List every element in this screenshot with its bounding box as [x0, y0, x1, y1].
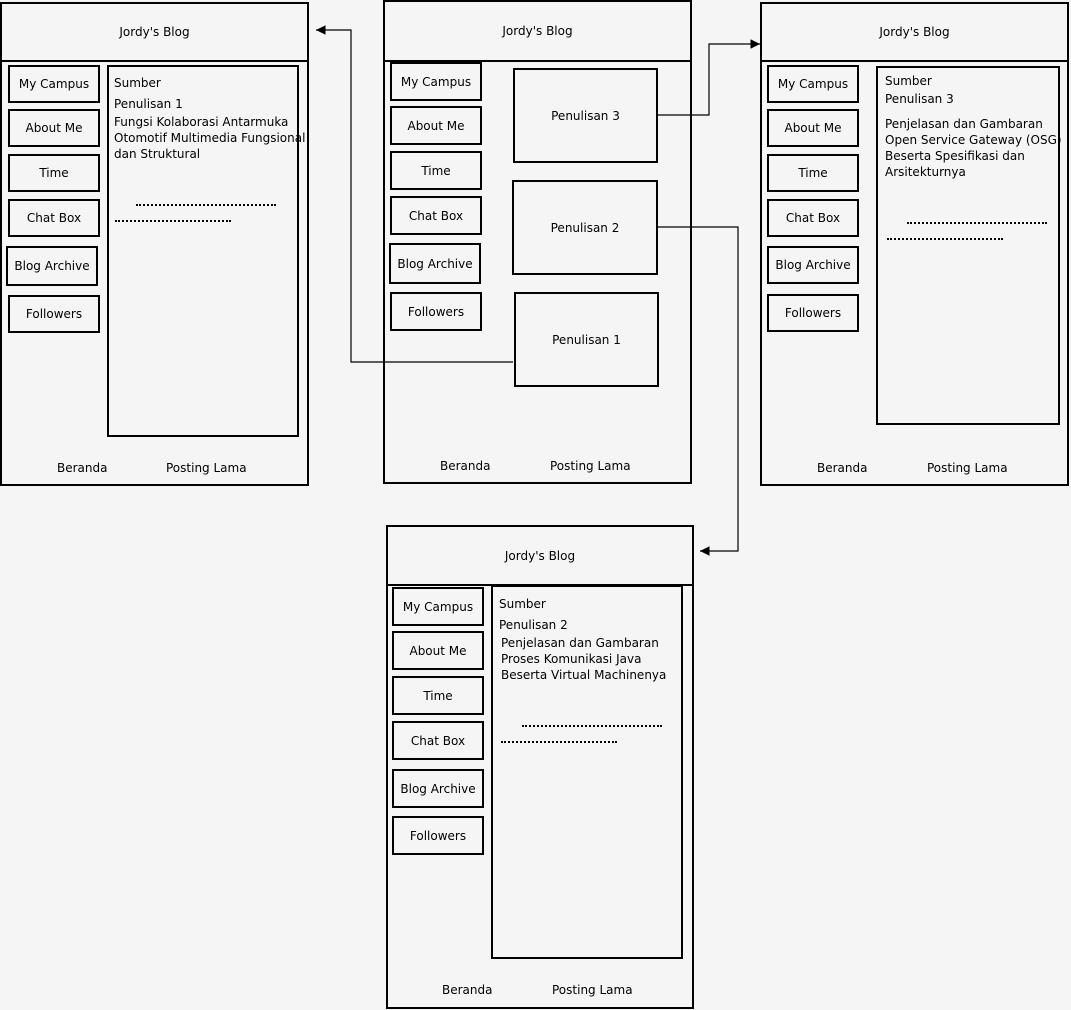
nav-about-me[interactable]: About Me	[392, 631, 484, 670]
post-heading: Penulisan 1	[114, 97, 183, 111]
nav-about-me[interactable]: About Me	[390, 106, 482, 145]
nav-blog-archive[interactable]: Blog Archive	[6, 246, 98, 286]
blog-title: Jordy's Blog	[502, 24, 573, 38]
nav-followers[interactable]: Followers	[390, 292, 482, 331]
post-heading: Penulisan 3	[885, 92, 954, 106]
footer-beranda-link[interactable]: Beranda	[440, 459, 491, 473]
frame-home: Jordy's Blog My Campus About Me Time Cha…	[383, 0, 692, 484]
dotted-placeholder-line	[501, 741, 617, 743]
nav-blog-archive[interactable]: Blog Archive	[392, 769, 484, 808]
blog-title: Jordy's Blog	[879, 25, 950, 39]
post-body-line: Open Service Gateway (OSG)	[885, 133, 1062, 147]
frame-post3: Jordy's Blog My Campus About Me Time Cha…	[760, 2, 1069, 486]
dotted-placeholder-line	[522, 725, 662, 727]
nav-time[interactable]: Time	[767, 154, 859, 192]
frame-post2: Jordy's Blog My Campus About Me Time Cha…	[386, 525, 694, 1009]
dotted-placeholder-line	[136, 204, 276, 206]
dotted-placeholder-line	[887, 238, 1003, 240]
nav-time[interactable]: Time	[392, 676, 484, 715]
post-body-line: Arsitekturnya	[885, 165, 966, 179]
post-body-line: dan Struktural	[114, 147, 201, 161]
post-content-box	[876, 66, 1060, 425]
nav-followers[interactable]: Followers	[392, 816, 484, 855]
nav-about-me[interactable]: About Me	[8, 109, 100, 147]
nav-chat-box[interactable]: Chat Box	[767, 199, 859, 237]
post-body-line: Beserta Virtual Machinenya	[501, 668, 667, 682]
post-source: Sumber	[885, 74, 932, 88]
nav-about-me[interactable]: About Me	[767, 109, 859, 147]
arrow-penulisan-1-to-post1	[316, 25, 513, 363]
footer-posting-lama-link[interactable]: Posting Lama	[550, 459, 631, 473]
post-card-penulisan-1[interactable]: Penulisan 1	[514, 292, 659, 387]
post-body-line: Beserta Spesifikasi dan	[885, 149, 1025, 163]
post-body-line: Proses Komunikasi Java	[501, 652, 642, 666]
post-content-box	[107, 65, 299, 437]
blog-title: Jordy's Blog	[504, 548, 576, 563]
post-content-box	[491, 585, 683, 959]
nav-my-campus[interactable]: My Campus	[390, 62, 482, 101]
nav-my-campus[interactable]: My Campus	[392, 587, 484, 626]
post-source: Sumber	[499, 597, 546, 611]
blog-title: Jordy's Blog	[119, 25, 190, 39]
frame-header: Jordy's Blog	[762, 4, 1067, 62]
post-body-line: Fungsi Kolaborasi Antarmuka	[114, 115, 289, 129]
footer-posting-lama-link[interactable]: Posting Lama	[927, 461, 1008, 475]
dotted-placeholder-line	[115, 220, 231, 222]
frame-header: Jordy's Blog	[385, 2, 690, 62]
arrow-penulisan-2-to-post2	[656, 226, 739, 556]
dotted-placeholder-line	[907, 222, 1047, 224]
post-source: Sumber	[114, 76, 161, 90]
post-body-line: Penjelasan dan Gambaran	[885, 117, 1043, 131]
nav-chat-box[interactable]: Chat Box	[392, 721, 484, 760]
footer-beranda-link[interactable]: Beranda	[57, 461, 108, 475]
post-card-penulisan-3[interactable]: Penulisan 3	[513, 68, 658, 163]
arrow-penulisan-3-to-post3	[656, 39, 760, 116]
footer-beranda-link[interactable]: Beranda	[442, 983, 493, 997]
post-body-line: Otomotif Multimedia Fungsional	[114, 131, 306, 145]
nav-followers[interactable]: Followers	[8, 295, 100, 333]
nav-time[interactable]: Time	[390, 151, 482, 190]
nav-blog-archive[interactable]: Blog Archive	[389, 243, 481, 284]
nav-followers[interactable]: Followers	[767, 294, 859, 332]
nav-blog-archive[interactable]: Blog Archive	[767, 246, 859, 284]
frame-header: Jordy's Blog	[2, 4, 307, 62]
nav-my-campus[interactable]: My Campus	[767, 65, 859, 103]
footer-posting-lama-link[interactable]: Posting Lama	[166, 461, 247, 475]
frame-post1: Jordy's Blog My Campus About Me Time Cha…	[0, 2, 309, 486]
post-heading: Penulisan 2	[499, 618, 568, 632]
post-card-penulisan-2[interactable]: Penulisan 2	[512, 180, 658, 275]
nav-time[interactable]: Time	[8, 154, 100, 192]
nav-chat-box[interactable]: Chat Box	[8, 199, 100, 237]
footer-posting-lama-link[interactable]: Posting Lama	[552, 983, 633, 997]
footer-beranda-link[interactable]: Beranda	[817, 461, 868, 475]
nav-my-campus[interactable]: My Campus	[8, 65, 100, 103]
post-body-line: Penjelasan dan Gambaran	[501, 636, 659, 650]
nav-chat-box[interactable]: Chat Box	[390, 196, 482, 235]
